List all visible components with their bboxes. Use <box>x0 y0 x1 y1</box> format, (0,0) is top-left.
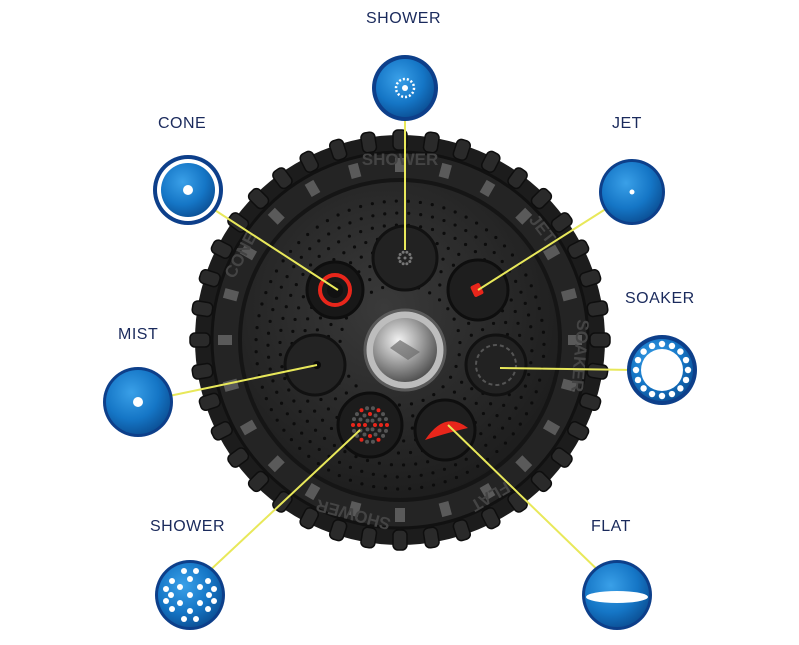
soaker-pattern-icon <box>627 335 697 405</box>
pointer-flat <box>447 424 609 581</box>
shower-bottom-pattern-icon <box>155 560 225 630</box>
center-screw <box>363 308 447 392</box>
label-mist: MIST <box>118 326 159 343</box>
head-shower-bottom <box>336 391 404 459</box>
label-soaker: SOAKER <box>625 290 695 307</box>
label-cone: CONE <box>158 115 207 132</box>
flat-pattern-icon <box>582 560 652 630</box>
label-shower-top: SHOWER <box>366 10 441 27</box>
mist-pattern-icon <box>103 367 173 437</box>
pointer-shower-bottom <box>204 429 361 576</box>
dial-text-top: SHOWER <box>362 150 439 169</box>
head-soaker <box>464 333 528 397</box>
cone-pattern-icon <box>153 155 223 225</box>
shower-top-pattern-icon <box>372 55 438 121</box>
label-shower-bottom: SHOWER <box>150 518 225 535</box>
pointer-soaker <box>499 367 636 371</box>
pointer-mist <box>149 364 318 401</box>
pointer-cone <box>206 204 339 291</box>
label-flat: FLAT <box>591 518 631 535</box>
label-jet: JET <box>612 115 642 132</box>
jet-pattern-icon <box>599 159 665 225</box>
pointer-jet <box>477 204 613 291</box>
pattern-icons <box>103 55 697 630</box>
spray-heads <box>283 224 528 462</box>
pointer-lines <box>149 120 636 581</box>
